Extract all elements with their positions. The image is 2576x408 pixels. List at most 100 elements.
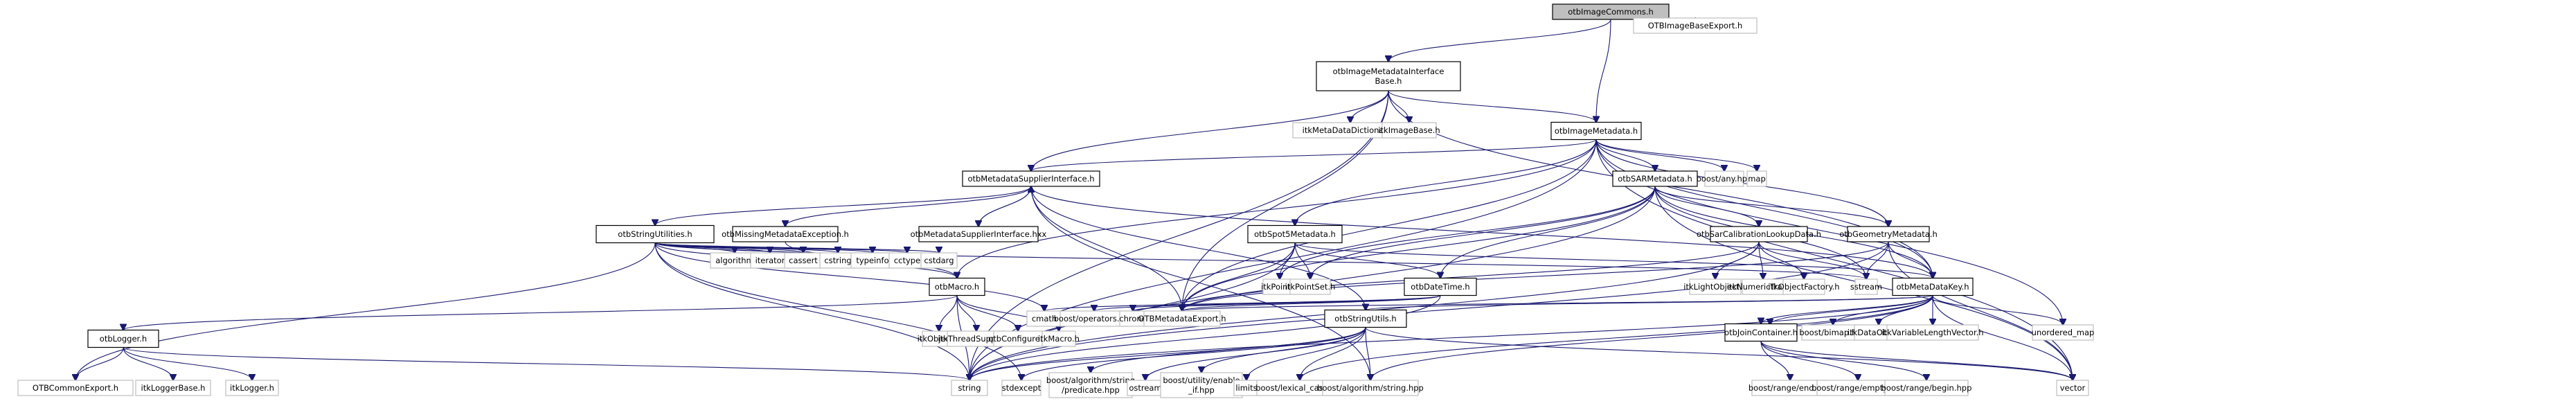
node-iterator: iterator <box>750 252 790 269</box>
node-otbspot5metadata-h[interactable]: otbSpot5Metadata.h <box>1247 224 1343 244</box>
edge-otbgeometrymetadata-h-to-vector <box>1888 241 2073 380</box>
node-otbmetadatasupplierinterface-h[interactable]: otbMetadataSupplierInterface.h <box>962 170 1100 187</box>
node-cstdarg: cstdarg <box>920 252 958 269</box>
edge-otbmacro-h-to-itkobject-h <box>939 295 958 332</box>
node-label: otbSARMetadata.h <box>1618 174 1692 184</box>
node-label: boost/algorithm/string <box>1046 375 1135 385</box>
node-box <box>1884 380 1969 396</box>
edge-otbmetadatakey-h-to-vector <box>1932 295 2073 381</box>
node-box[interactable] <box>1316 61 1461 91</box>
node-box[interactable] <box>1724 323 1798 342</box>
node-box[interactable] <box>1710 226 1808 242</box>
node-label: otbMissingMetadataException.h <box>722 229 849 239</box>
node-label: vector <box>2060 383 2086 393</box>
node-label: otbDateTime.h <box>1411 282 1469 292</box>
edge-otbimagemetadata-h-to-boost-any-hpp <box>1595 139 1724 172</box>
node-label: sstream <box>1850 282 1882 292</box>
node-otblogger-h[interactable]: otbLogger.h <box>87 329 159 348</box>
node-label: OTBMetadataExport.h <box>1138 314 1226 323</box>
node-boost-range-end-hpp: boost/range/end.hpp <box>1748 380 1832 396</box>
node-label: boost/any.hpp <box>1697 174 1753 184</box>
node-box <box>1633 17 1757 34</box>
node-label: itkMetaDataDictionary.h <box>1303 125 1399 135</box>
node-box <box>920 252 958 269</box>
node-box <box>1782 278 1825 295</box>
node-label: boost/lexical_cast.hpp <box>1255 383 1344 393</box>
node-label: otbGeometryMetadata.h <box>1839 229 1938 239</box>
node-box[interactable] <box>732 226 839 242</box>
node-otbsarcalibrationlookupdata-h[interactable]: otbSarCalibrationLookupData.h <box>1697 226 1821 242</box>
node-otbcommonexport-h: OTBCommonExport.h <box>17 380 134 396</box>
edge-otbimagemetadata-h-to-unordered-map <box>1595 139 2063 326</box>
edge-otbimagemetadatainterface-to-string <box>969 90 1389 380</box>
node-box[interactable] <box>1892 277 1974 296</box>
edge-otbmacro-h-to-otbconfigure-h <box>956 295 1018 332</box>
edge-otbmetadatasupplierinterface-h-to-otbmetadatakey-h <box>1030 186 1933 278</box>
node-boost-algorithm-string-predicate-hpp: boost/algorithm/string/predicate.hpp <box>1046 372 1135 398</box>
node-box[interactable] <box>929 277 985 296</box>
node-otbsarmetadata-h[interactable]: otbSARMetadata.h <box>1612 170 1698 187</box>
node-box <box>951 380 988 396</box>
node-label: otbSpot5Metadata.h <box>1254 229 1336 239</box>
node-otbimagemetadata-h[interactable]: otbImageMetadata.h <box>1550 121 1642 141</box>
node-itklogger-h: itkLogger.h <box>225 380 279 396</box>
node-label: stdexcept <box>1002 383 1041 393</box>
node-unordered-map: unordered_map <box>2032 324 2094 341</box>
node-otbdatetime-h[interactable]: otbDateTime.h <box>1404 277 1477 296</box>
node-otbstringutilities-h[interactable]: otbStringUtilities.h <box>596 224 715 244</box>
node-otbimagecommons-h[interactable]: otbImageCommons.h <box>1552 3 1670 20</box>
node-label: string <box>958 383 981 393</box>
edge-otbstringutils-h-to-boost-utility-enable <box>1201 327 1366 373</box>
node-boost-range-empty-hpp: boost/range/empty.hpp <box>1812 380 1904 396</box>
node-box[interactable] <box>962 170 1100 187</box>
edge-otbmetadatakey-h-to-otbjoincontainer-h <box>1761 295 1933 324</box>
node-box[interactable] <box>1612 170 1698 187</box>
node-label: itkNumericTraits.h <box>1727 282 1800 292</box>
node-box[interactable] <box>1552 3 1670 20</box>
node-otbjoincontainer-h[interactable]: otbJoinContainer.h <box>1724 323 1798 342</box>
node-otbmissingmetadataexception-h[interactable]: otbMissingMetadataException.h <box>722 226 849 242</box>
edge-otbmacro-h-to-otblogger-h <box>123 295 958 330</box>
node-itkmacro-h: itkMacro.h <box>1038 330 1080 347</box>
node-box[interactable] <box>596 224 715 244</box>
edge-otbstringutilities-h-to-sstream <box>654 242 1866 280</box>
node-label: itkObjectFactory.h <box>1768 282 1839 292</box>
node-label: otbJoinContainer.h <box>1724 328 1798 337</box>
node-otbstringutils-h[interactable]: otbStringUtils.h <box>1324 309 1407 328</box>
node-map: map <box>1746 170 1767 187</box>
node-otbmetadataexport-h: OTBMetadataExport.h <box>1138 310 1226 327</box>
node-box[interactable] <box>1324 309 1407 328</box>
node-label: itkImageBase.h <box>1378 125 1440 135</box>
edge-otbspot5metadata-h-to-otbmetadataexport-h <box>1182 242 1296 312</box>
node-label: iterator <box>755 256 785 265</box>
node-box[interactable] <box>1404 277 1477 296</box>
node-label: algorithm <box>715 256 754 265</box>
node-otbmetadatakey-h[interactable]: otbMetaDataKey.h <box>1892 277 1974 296</box>
node-box[interactable] <box>1847 226 1930 242</box>
node-label: itkPointSet.h <box>1285 282 1336 292</box>
node-itkobjectfactory-h: itkObjectFactory.h <box>1768 278 1840 295</box>
edge-otbstringutils-h-to-stdexcept <box>1021 327 1366 381</box>
edge-otbsarcalibrationlookupdata-h-to-sstream <box>1758 241 1866 279</box>
node-label: cstdarg <box>924 256 954 265</box>
node-box[interactable] <box>87 329 159 348</box>
node-box[interactable] <box>1550 121 1642 141</box>
edge-otbstringutils-h-to-boost-algorithm-string-hpp <box>1365 327 1370 381</box>
edge-otbimagemetadata-h-to-otbmetadatasupplierinterface-h <box>1031 139 1597 172</box>
edge-otbgeometrymetadata-h-to-otbmetadataexport-h <box>1182 241 1889 311</box>
node-box <box>1746 170 1767 187</box>
node-box[interactable] <box>918 226 1039 242</box>
node-chrono: chrono <box>1119 310 1147 327</box>
node-label: otbImageCommons.h <box>1568 7 1654 17</box>
node-box <box>1143 310 1221 327</box>
node-otbgeometrymetadata-h[interactable]: otbGeometryMetadata.h <box>1839 226 1938 242</box>
node-label: otbSarCalibrationLookupData.h <box>1697 229 1821 239</box>
node-box[interactable] <box>1247 224 1343 244</box>
node-otbmacro-h[interactable]: otbMacro.h <box>929 277 985 296</box>
node-otbmetadatasupplierinterface-hxx[interactable]: otbMetadataSupplierInterface.hxx <box>911 226 1047 242</box>
node-label: itkPoint.h <box>1261 282 1298 292</box>
node-label: boost/operators.hpp <box>1054 314 1135 323</box>
node-label: chrono <box>1119 314 1146 323</box>
node-boost-lexical-cast-hpp: boost/lexical_cast.hpp <box>1255 380 1344 396</box>
